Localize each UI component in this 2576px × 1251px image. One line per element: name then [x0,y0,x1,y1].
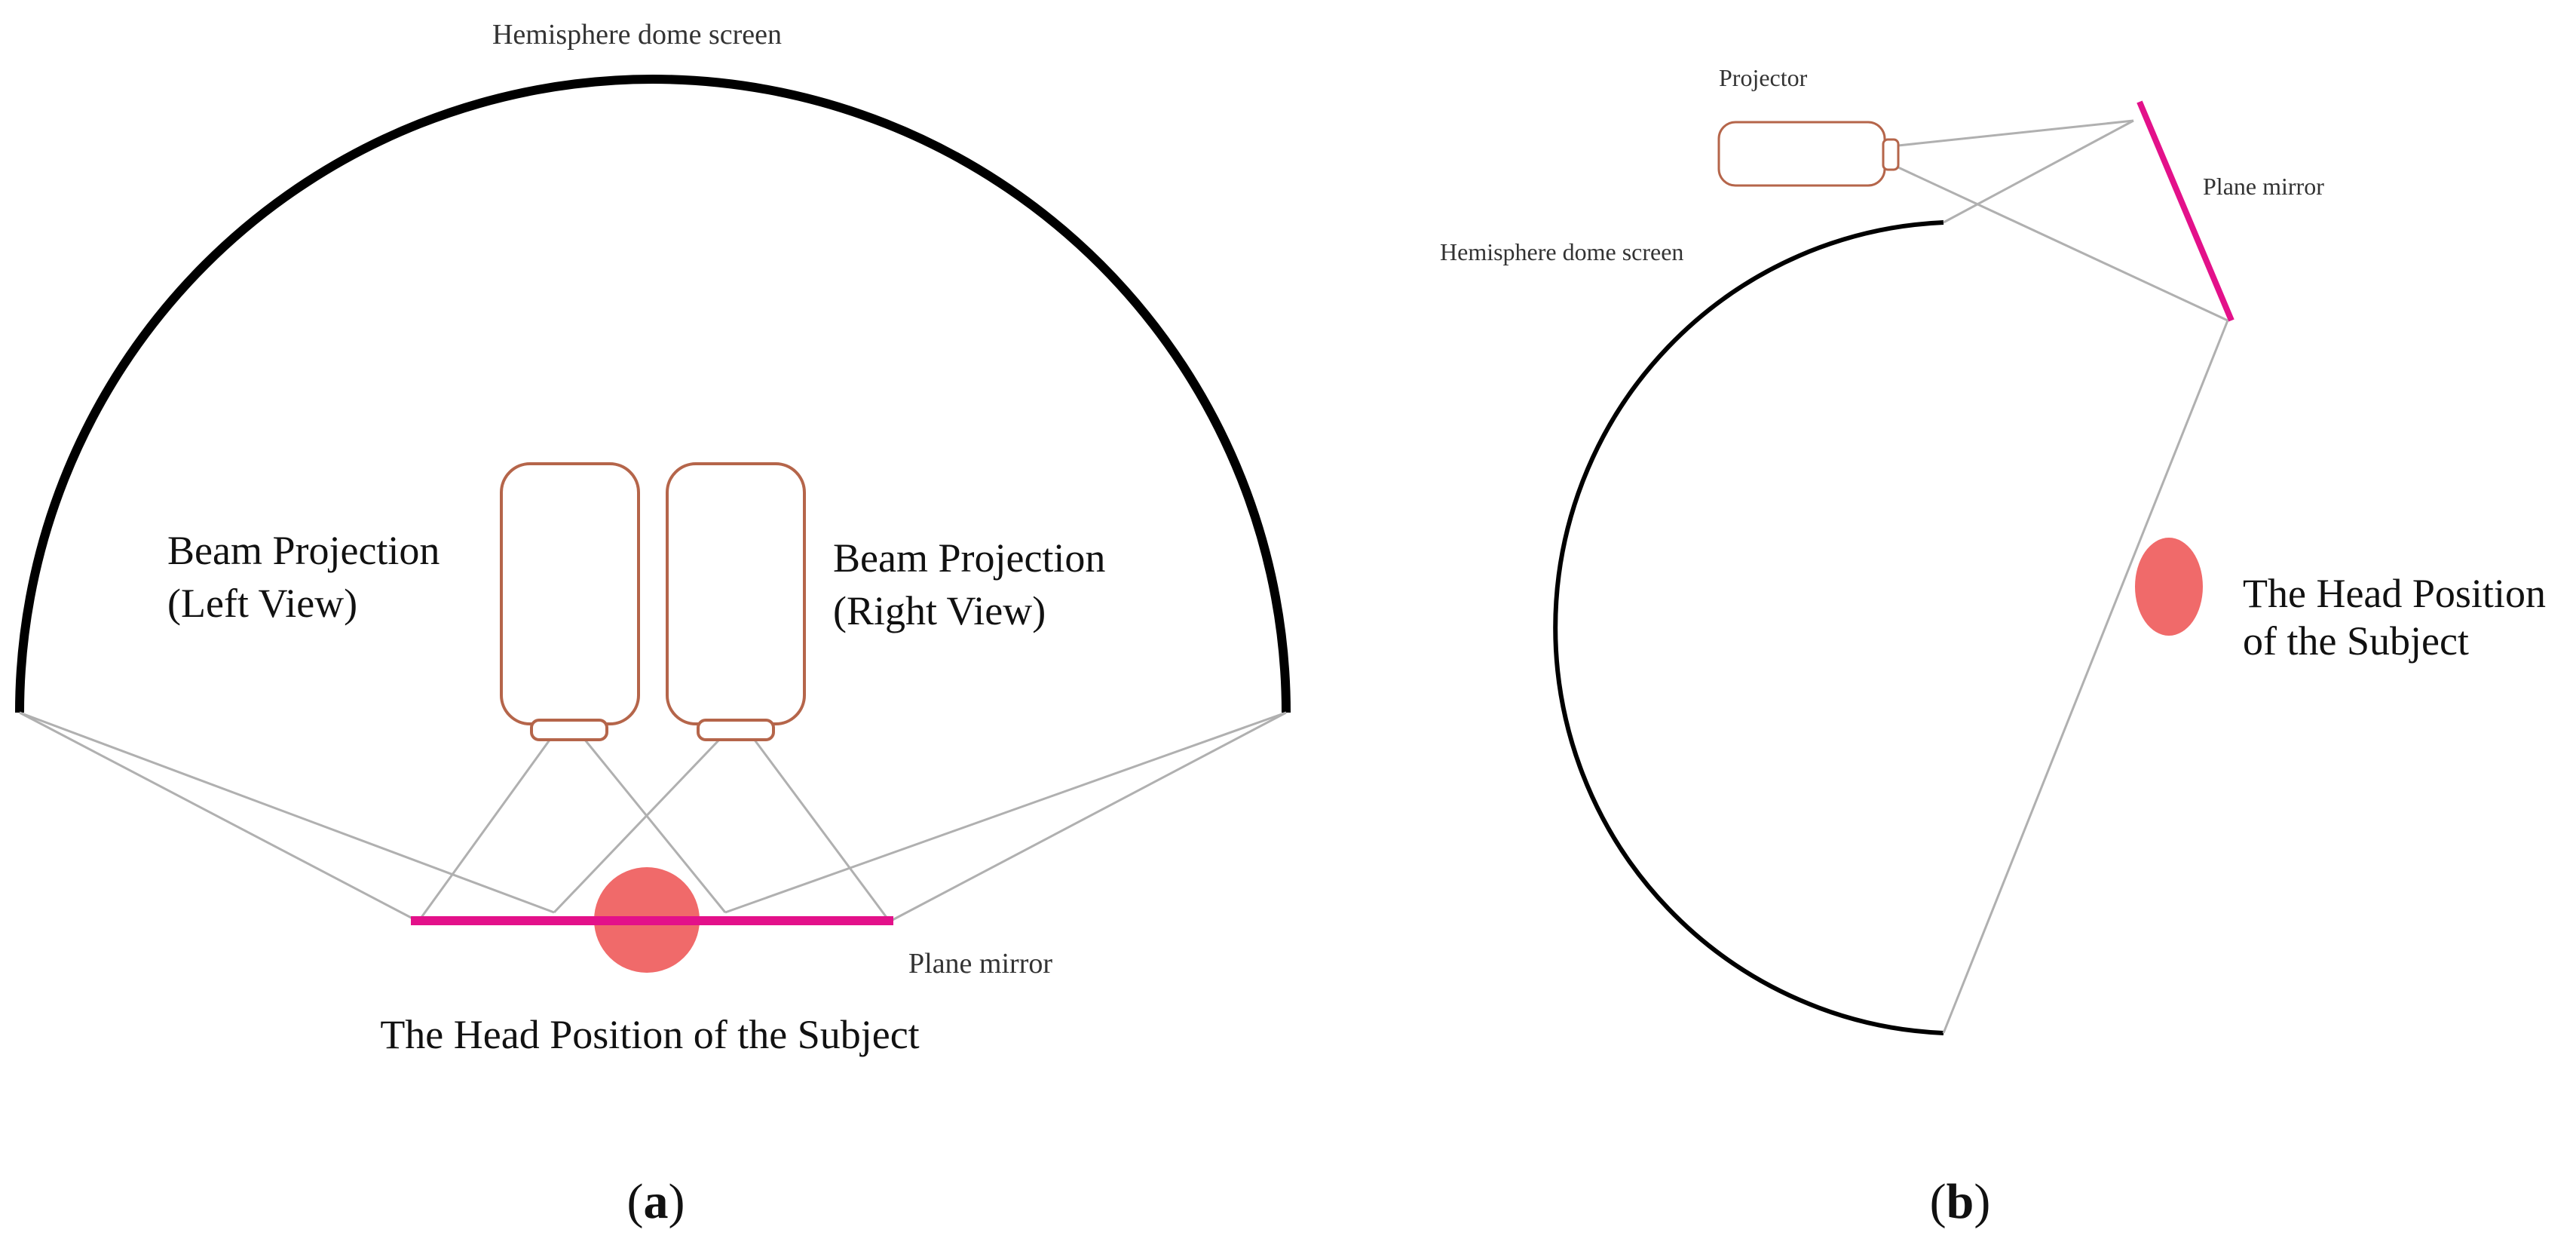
caption-b: (b) [1930,1174,1991,1229]
projector-right [666,462,806,741]
plane-mirror-b [2136,100,2234,322]
projector-label-b: Projector [1719,64,1808,91]
head-label-a: The Head Position of the Subject [380,1012,919,1057]
mirror-label-a: Plane mirror [908,948,1052,980]
dome-label-b: Hemisphere dome screen [1440,238,1683,265]
dome-screen-a [15,75,1291,713]
left-projector-label-line1: Beam Projection [167,528,440,573]
beams-a [19,711,1287,923]
left-projector-label-line2: (Left View) [167,581,357,626]
dome-screen-b [1553,220,1944,1035]
projector-b [1717,121,1900,187]
projector-left [500,462,640,741]
dome-label-a: Hemisphere dome screen [492,19,782,51]
right-projector-label-line1: Beam Projection [833,535,1105,581]
panel-b: Projector Plane mirror Hemisphere dome s… [1440,64,2546,1229]
panel-a: Hemisphere dome screen Beam Projection (… [15,19,1291,1229]
caption-a: (a) [627,1174,685,1229]
head-position-b [2135,538,2203,636]
beams-b [1898,119,2229,1034]
head-label-b-line2: of the Subject [2243,618,2469,664]
mirror-label-b: Plane mirror [2203,173,2324,200]
right-projector-label-line2: (Right View) [833,588,1046,633]
head-label-b-line1: The Head Position [2243,571,2546,616]
